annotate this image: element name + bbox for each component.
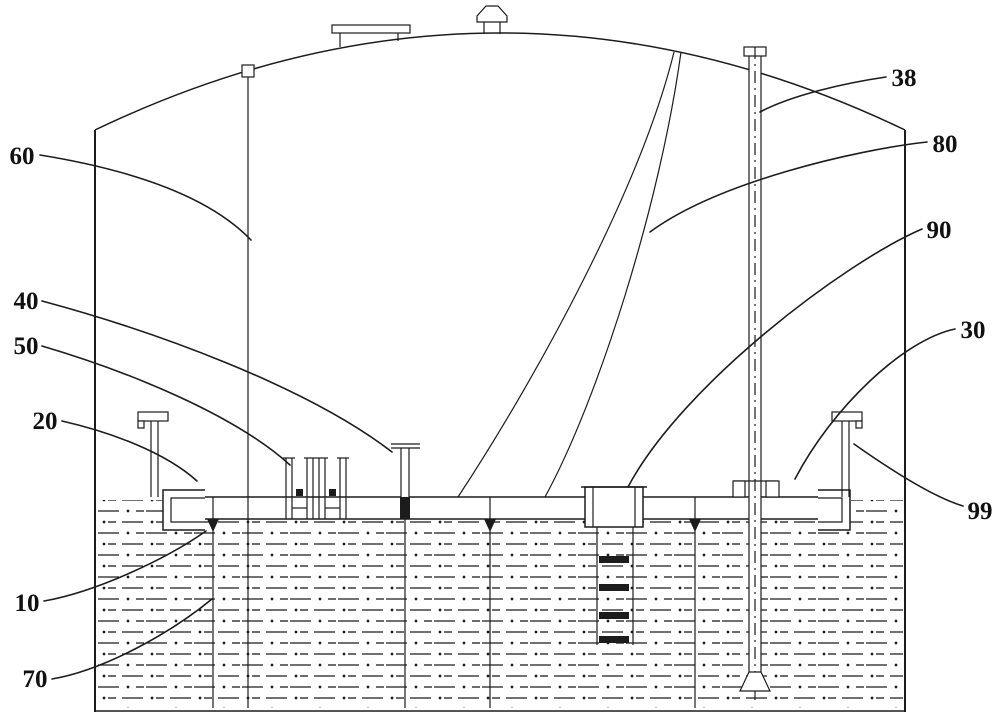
rim-seal-left-inner xyxy=(170,497,205,523)
part-label-80: 80 xyxy=(933,131,958,158)
leader-line-99 xyxy=(853,443,964,507)
guide-pole-top xyxy=(241,64,255,78)
rim-seal-left-outer xyxy=(162,489,205,531)
leader-line-70 xyxy=(51,598,213,680)
hatch-plate xyxy=(331,24,411,34)
level-arrow xyxy=(207,519,219,532)
part-label-38: 38 xyxy=(892,65,917,92)
gauge-funnel xyxy=(739,671,771,692)
seal-bracket-2 xyxy=(316,457,349,519)
part-label-10: 10 xyxy=(15,590,40,617)
ladder-rung xyxy=(599,636,629,643)
stored-liquid xyxy=(97,500,903,708)
part-label-60: 60 xyxy=(10,143,35,170)
part-label-20: 20 xyxy=(33,408,58,435)
level-arrow xyxy=(689,519,701,532)
leader-line-30 xyxy=(794,328,956,480)
rim-seal-right xyxy=(818,489,851,531)
ladder-rung xyxy=(599,584,629,591)
part-label-40: 40 xyxy=(14,288,39,315)
part-label-30: 30 xyxy=(961,317,986,344)
guide-pole xyxy=(241,64,255,708)
leader-line-60 xyxy=(39,154,252,241)
part-label-90: 90 xyxy=(927,217,952,244)
deck-support-left xyxy=(137,411,169,497)
leader-line-38 xyxy=(759,76,887,113)
deck-support-right xyxy=(831,411,863,497)
level-gauge-post xyxy=(391,443,420,708)
gauge-collar-right xyxy=(765,480,780,498)
support-left-flange xyxy=(137,411,169,422)
gauge-post-body xyxy=(401,448,409,497)
deck-ladder xyxy=(596,527,634,645)
roof-vent xyxy=(476,5,508,34)
deck-body xyxy=(205,497,818,519)
vent-cap xyxy=(476,5,508,23)
rim-seal-left xyxy=(162,489,205,531)
liquid-body xyxy=(97,520,903,708)
rolling-ladder xyxy=(457,51,682,498)
rolling-ladder-rail-a xyxy=(457,51,675,498)
rim-seal-right-inner xyxy=(818,497,843,523)
bracket2-pin xyxy=(329,489,336,496)
manhole-box xyxy=(581,486,647,528)
support-right-flange xyxy=(831,411,863,422)
leader-line-40 xyxy=(41,300,393,453)
liquid-rim-gap-left xyxy=(97,500,163,520)
rim-seal-right-outer xyxy=(818,489,851,531)
support-right-lip xyxy=(855,420,863,429)
leader-line-80 xyxy=(649,141,928,233)
gauge-post-seal-block xyxy=(400,497,410,519)
leader-line-90 xyxy=(627,228,923,488)
part-label-99: 99 xyxy=(968,498,993,525)
leader-line-10 xyxy=(43,530,207,602)
part-label-50: 50 xyxy=(14,333,39,360)
seal-bracket-1 xyxy=(283,457,316,519)
leader-line-20 xyxy=(61,420,198,482)
leader-line-50 xyxy=(41,345,291,466)
gauge-collar-left xyxy=(732,480,746,498)
roof-hatch xyxy=(331,24,411,47)
support-columns xyxy=(207,497,701,708)
part-labels: 60 40 50 20 10 70 38 80 90 30 99 xyxy=(7,63,995,696)
part-label-70: 70 xyxy=(23,666,48,693)
rolling-ladder-rail-b xyxy=(544,51,682,498)
manhole-body xyxy=(584,486,644,528)
ladder-rung xyxy=(599,556,629,563)
liquid-rim-gap-right xyxy=(851,500,903,520)
gauge-pipe xyxy=(732,46,780,700)
ladder-rung xyxy=(599,612,629,619)
dome-roof-arc xyxy=(94,32,906,131)
bracket1-pin xyxy=(296,489,303,496)
support-left-lip xyxy=(137,420,145,429)
level-arrow xyxy=(484,519,496,532)
leader-lines xyxy=(39,76,964,680)
